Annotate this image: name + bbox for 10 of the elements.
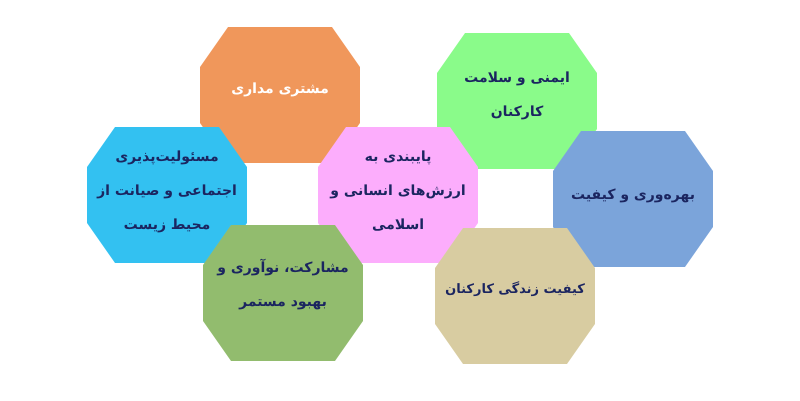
node-label: مسئولیت‌پذیری اجتماعی و صیانت از محیط زیست: [97, 148, 237, 235]
node-label: مشارکت، نوآوری و بهبود مستمر: [216, 258, 350, 312]
octagon-shape: [435, 228, 595, 364]
octagon-shape: [553, 131, 713, 267]
node-label: ایمنی و سلامت کارکنان: [463, 69, 571, 122]
node-label: مشتری مداری: [230, 80, 330, 99]
node-label: بهره‌وری و کیفیت: [570, 186, 696, 205]
node-label: پایبندی به ارزش‌های انسانی و اسلامی: [330, 148, 466, 235]
node-label: کیفیت زندگی کارکنان: [444, 280, 586, 299]
octagon-shape: [437, 33, 597, 169]
